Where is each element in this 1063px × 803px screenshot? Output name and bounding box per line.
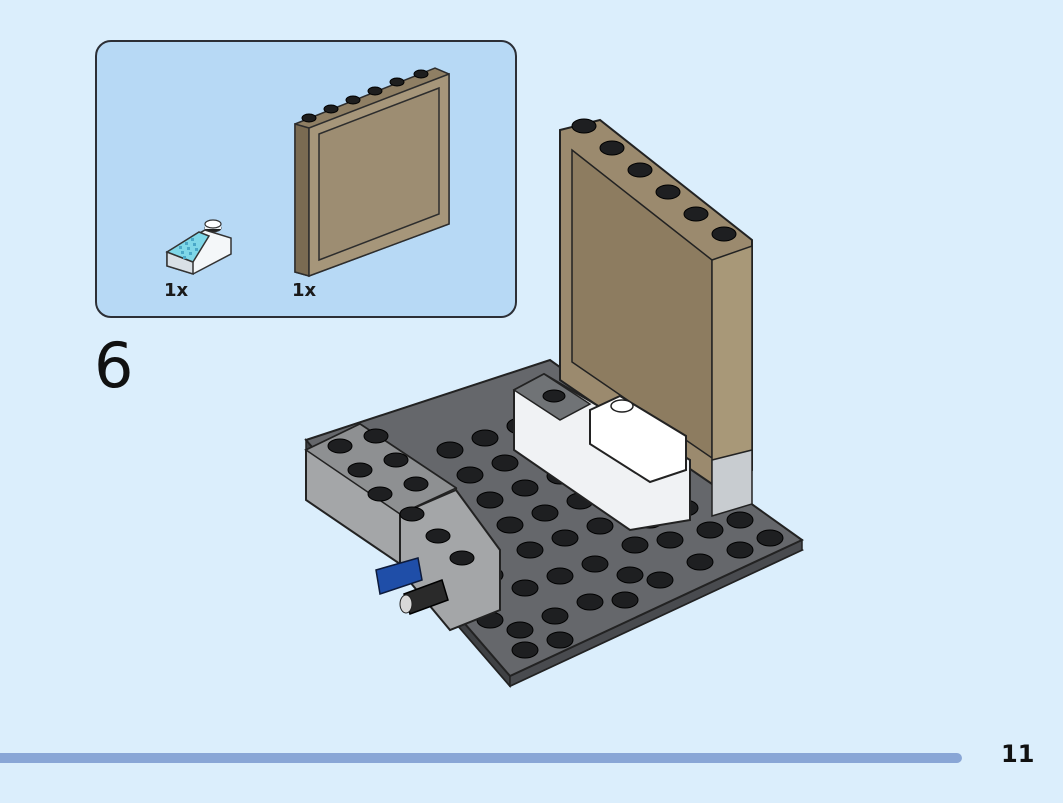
- white-brick-with-stud: [589, 394, 687, 484]
- slope-keypad-part-icon: [165, 219, 232, 276]
- panel-part-icon: [294, 67, 450, 278]
- assembly-illustration: [304, 118, 804, 689]
- step-number: 6: [94, 329, 134, 402]
- page-number: 11: [1001, 740, 1035, 768]
- progress-fill: [0, 753, 962, 763]
- part-count-slope: 1x: [164, 280, 189, 301]
- parts-callout: 1x 1x: [95, 40, 517, 318]
- part-count-panel: 1x: [292, 280, 317, 301]
- blue-clip: [375, 557, 423, 595]
- progress-bar: [0, 753, 962, 763]
- panel-studs: [571, 118, 737, 242]
